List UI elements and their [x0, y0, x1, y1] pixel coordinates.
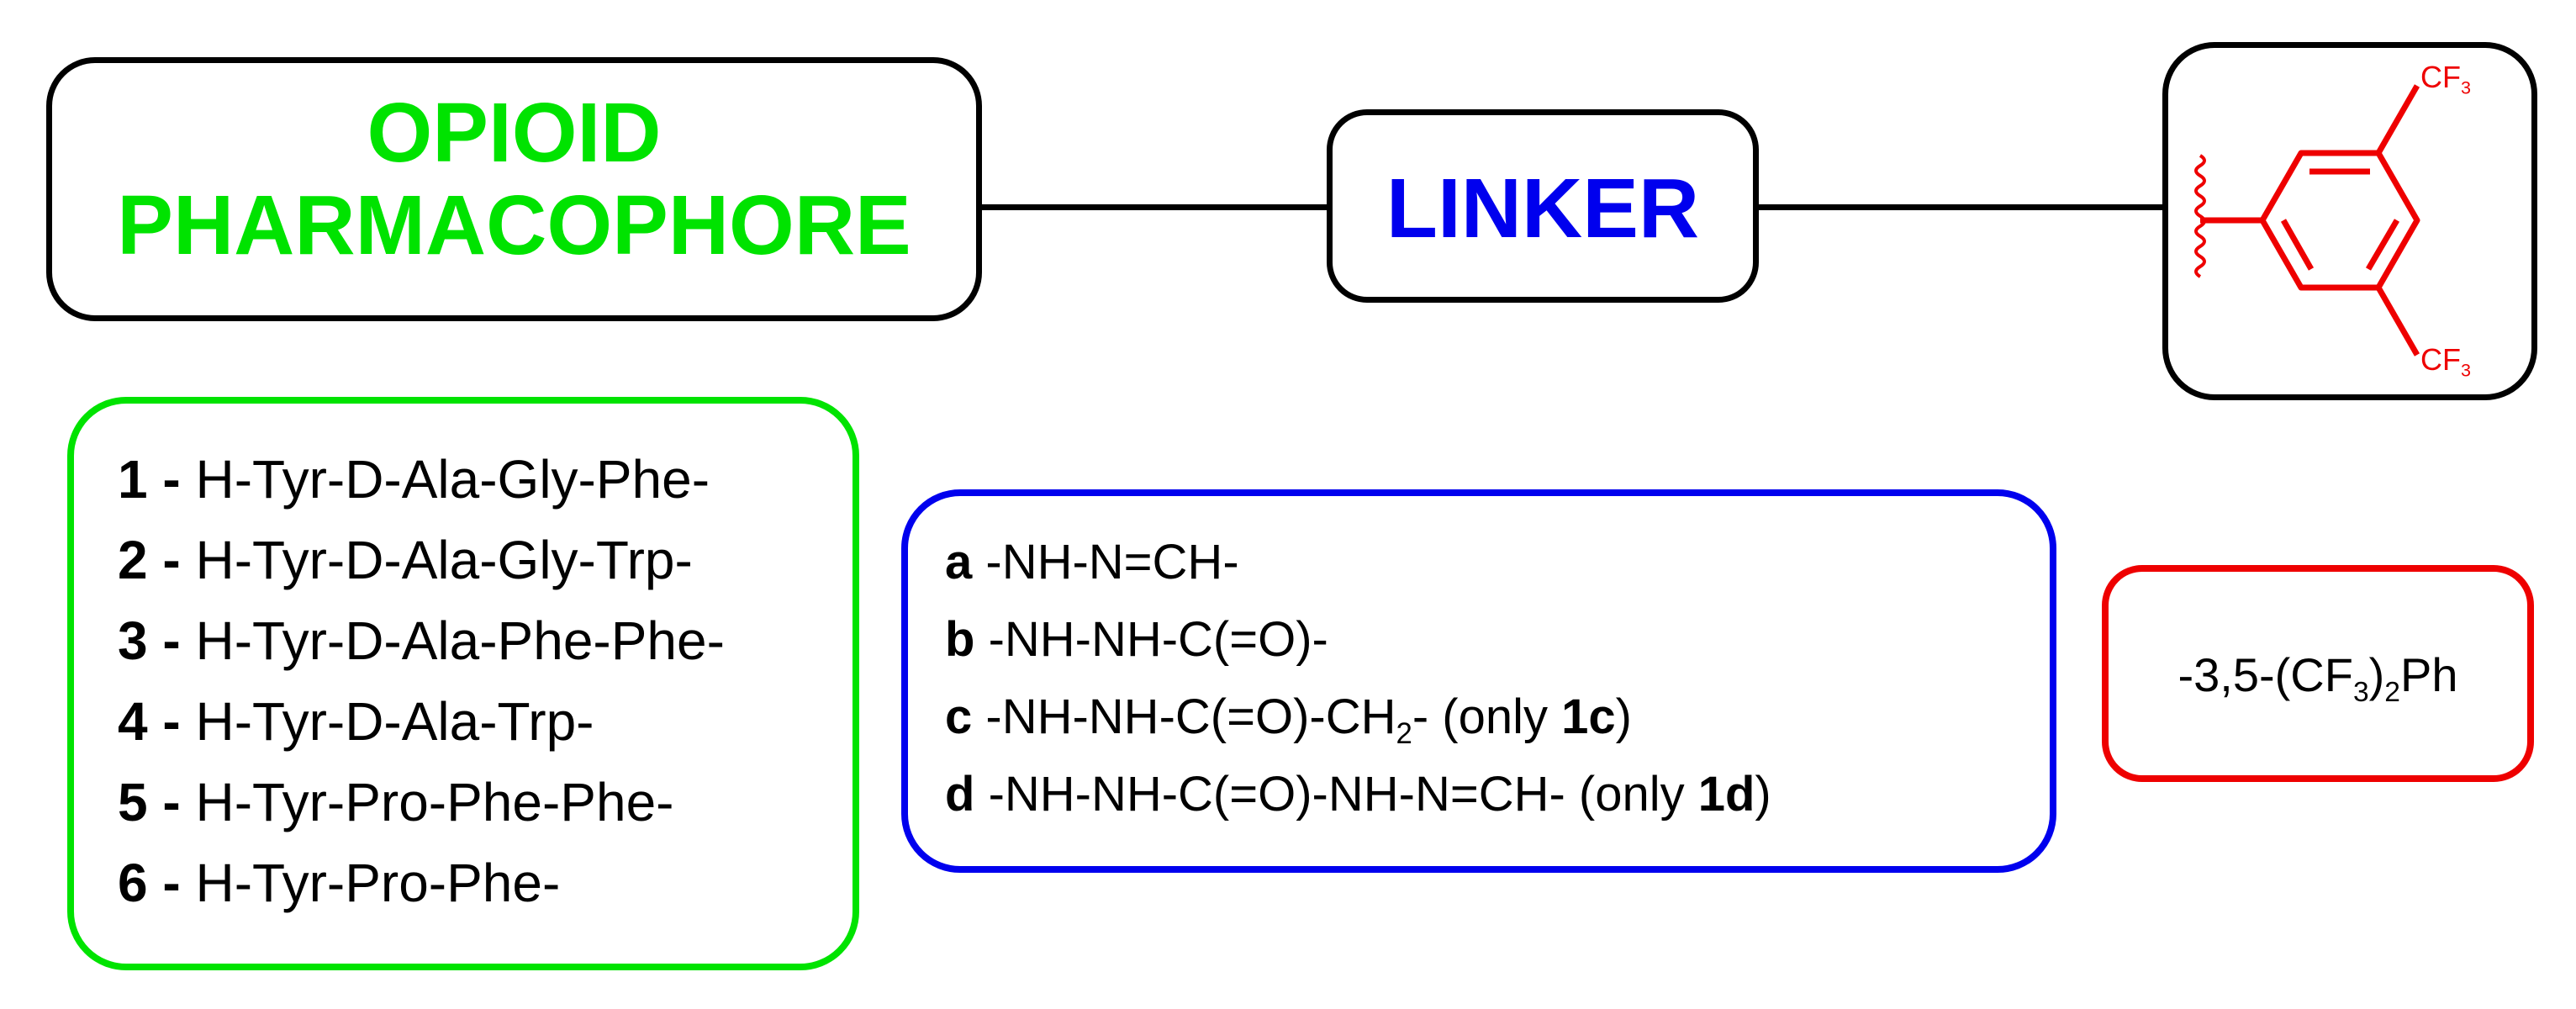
- list-item: 4 - H-Tyr-D-Ala-Trp-: [118, 691, 594, 752]
- list-item: b -NH-NH-C(=O)-: [945, 612, 1328, 667]
- linker-list-box: a -NH-N=CH- b -NH-NH-C(=O)- c -NH-NH-C(=…: [901, 489, 2056, 873]
- list-item: 2 - H-Tyr-D-Ala-Gly-Trp-: [118, 530, 693, 590]
- linker-title: LINKER: [1386, 161, 1700, 256]
- list-item: d -NH-NH-C(=O)-NH-N=CH- (only 1d): [945, 767, 1771, 821]
- list-item: c -NH-NH-C(=O)-CH2- (only 1c): [945, 689, 1632, 751]
- cf3-top-label: CF3: [2420, 60, 2472, 98]
- list-item: 3 - H-Tyr-D-Ala-Phe-Phe-: [118, 610, 725, 671]
- cf3-bottom-label: CF3: [2420, 342, 2472, 381]
- bis-trifluoromethylphenyl-structure: [2194, 84, 2420, 357]
- connector-pharmacophore-linker: [982, 204, 1327, 210]
- list-item: 6 - H-Tyr-Pro-Phe-: [118, 853, 561, 913]
- list-item: 5 - H-Tyr-Pro-Phe-Phe-: [118, 772, 674, 832]
- list-item: a -NH-N=CH-: [945, 535, 1239, 589]
- aryl-label-box: -3,5-(CF3)2Ph: [2102, 565, 2534, 782]
- benzene-ring-icon: [2259, 150, 2420, 291]
- pharmacophore-title-line1: OPIOID: [367, 86, 662, 180]
- aryl-box: CF3 CF3: [2162, 42, 2537, 400]
- list-item: 1 - H-Tyr-D-Ala-Gly-Phe-: [118, 449, 710, 510]
- pharmacophore-title-line2: PHARMACOPHORE: [117, 178, 911, 272]
- aryl-label: -3,5-(CF3)2Ph: [2177, 648, 2458, 708]
- pharmacophore-box: OPIOID PHARMACOPHORE: [46, 57, 982, 321]
- pharmacophore-list-box: 1 - H-Tyr-D-Ala-Gly-Phe- 2 - H-Tyr-D-Ala…: [67, 397, 859, 970]
- pharmacophore-title: OPIOID PHARMACOPHORE: [52, 87, 976, 272]
- connector-linker-aryl: [1759, 204, 2162, 210]
- linker-box: LINKER: [1327, 109, 1759, 303]
- wavy-bond-icon: [2194, 154, 2206, 278]
